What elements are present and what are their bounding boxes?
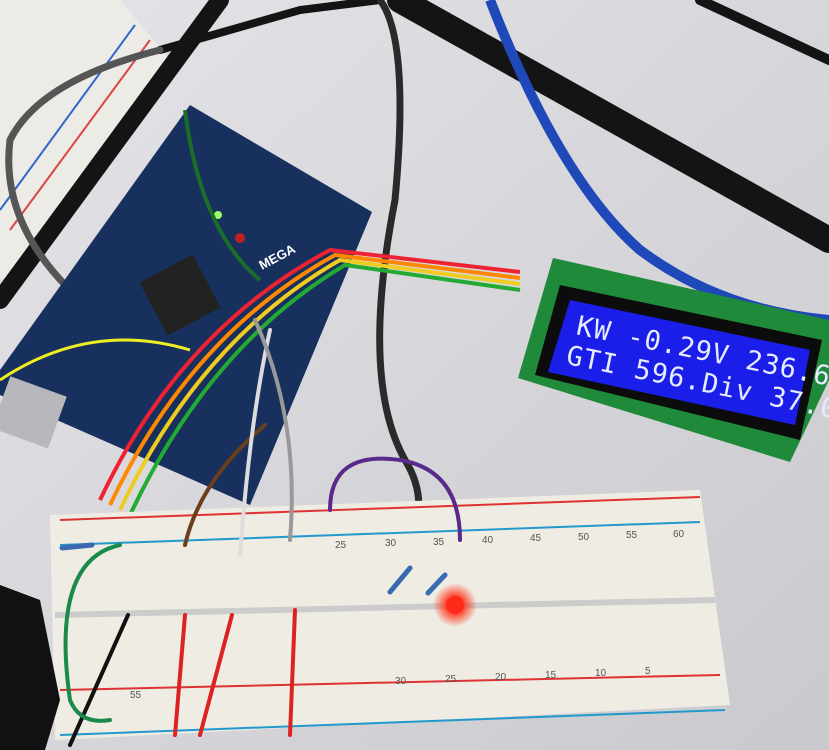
top-column-numbers: 25 30 35 40 45 50 55 60 bbox=[335, 529, 685, 551]
small-breadboard bbox=[0, 0, 170, 280]
jumper-wires bbox=[0, 318, 462, 747]
column-number: 55 bbox=[130, 690, 142, 701]
arduino-mega-board: MEGA bbox=[0, 105, 372, 505]
column-number: 40 bbox=[482, 535, 494, 546]
ribbon-wires bbox=[0, 109, 521, 516]
resistors bbox=[59, 542, 448, 596]
column-number: 45 bbox=[530, 533, 542, 544]
column-number: 60 bbox=[673, 529, 685, 540]
column-number: 30 bbox=[385, 538, 397, 549]
column-number: 20 bbox=[495, 672, 507, 683]
column-number: 25 bbox=[445, 674, 457, 685]
black-cables bbox=[0, 0, 829, 549]
main-breadboard: 25 30 35 40 45 50 55 60 55 30 25 20 15 1… bbox=[50, 490, 730, 740]
column-number: 15 bbox=[545, 670, 557, 681]
column-number: 30 bbox=[395, 676, 407, 687]
red-led bbox=[433, 583, 477, 627]
column-number: 55 bbox=[626, 530, 638, 541]
dark-object-bottom-left bbox=[0, 585, 60, 750]
column-number: 50 bbox=[578, 532, 590, 543]
column-number: 5 bbox=[645, 666, 651, 677]
column-number: 35 bbox=[433, 537, 445, 548]
column-number: 25 bbox=[335, 540, 347, 551]
column-number: 10 bbox=[595, 668, 607, 679]
bottom-column-numbers: 55 30 25 20 15 10 5 bbox=[130, 666, 651, 701]
lcd-module: KW -0.29V 236.68 GTI 596.Div 37.0 bbox=[518, 258, 829, 462]
